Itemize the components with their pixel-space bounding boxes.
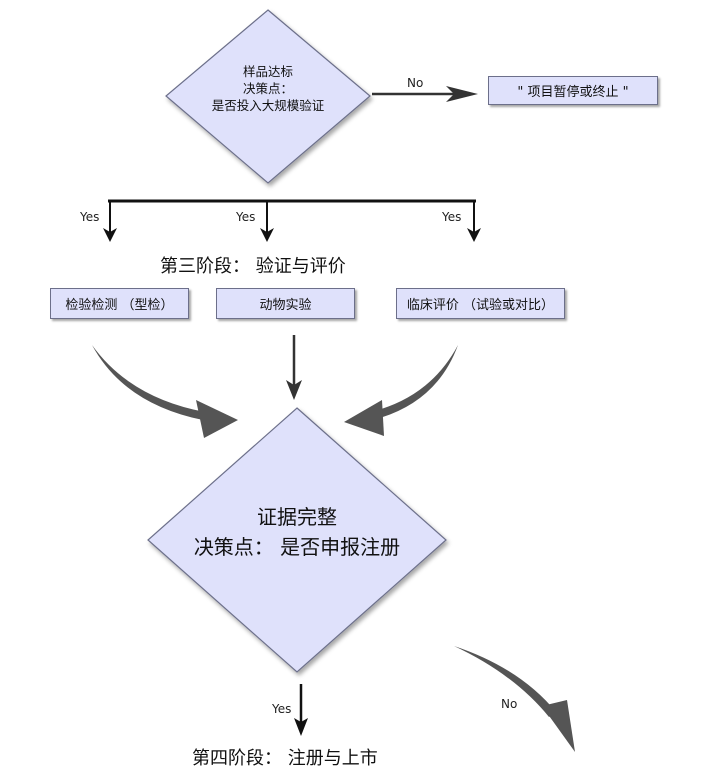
right-curved-arrow: [344, 345, 458, 436]
yes-branch-connector: [103, 199, 481, 242]
stage4-title: 第四阶段： 注册与上市: [192, 748, 378, 769]
terminate-box: " 项目暂停或终止 ": [488, 76, 658, 105]
no-label-2: No: [501, 697, 518, 711]
no-curved-arrow-2: [454, 646, 575, 752]
yes-label-2: Yes: [272, 702, 292, 716]
decision2-line1: 证据完整: [257, 505, 337, 529]
center-arrow: [286, 335, 302, 400]
left-curved-arrow: [92, 345, 238, 438]
decision1-diamond: [165, 9, 371, 184]
yes-label-middle: Yes: [236, 210, 256, 224]
decision1-line1: 样品达标: [242, 64, 293, 79]
no-label-1: No: [407, 76, 424, 90]
stage3-box-testing: 检验检测 （型检）: [50, 288, 189, 319]
decision1-line3: 是否投入大规模验证: [211, 98, 325, 113]
decision2-label: 证据完整 决策点： 是否申报注册: [167, 502, 427, 562]
decision1-line2: 决策点：: [242, 81, 293, 96]
stage3-box-clinical: 临床评价 （试验或对比）: [396, 288, 565, 319]
decision1-label: 样品达标 决策点： 是否投入大规模验证: [188, 63, 348, 114]
stage3-title: 第三阶段： 验证与评价: [160, 256, 346, 277]
yes-label-right: Yes: [442, 210, 462, 224]
yes-label-left: Yes: [80, 210, 100, 224]
no-arrow-1: [372, 86, 478, 102]
stage3-box-animal: 动物实验: [216, 288, 355, 319]
decision2-line2: 决策点： 是否申报注册: [193, 535, 401, 559]
yes-arrow-2: [294, 684, 308, 736]
decision2-diamond: [147, 407, 447, 673]
